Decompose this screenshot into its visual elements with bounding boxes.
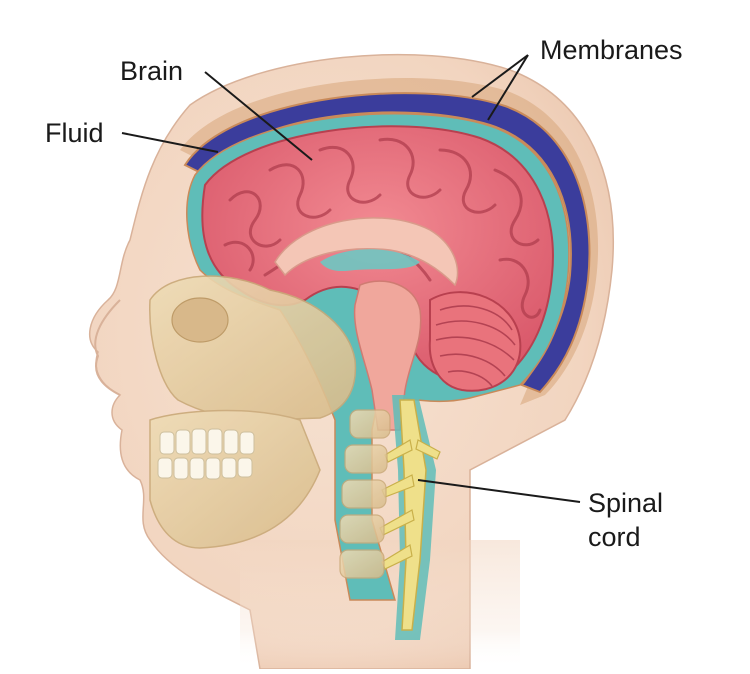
leader-lines bbox=[121, 54, 581, 503]
leader-spinal-cord bbox=[417, 479, 581, 503]
leader-membranes-2 bbox=[487, 54, 529, 121]
teeth bbox=[157, 428, 255, 480]
dura-membrane bbox=[183, 92, 591, 394]
corpus-callosum bbox=[274, 217, 459, 287]
ventricle bbox=[320, 249, 420, 272]
label-membranes: Membranes bbox=[540, 35, 683, 65]
label-spinal-cord-line1: Spinal bbox=[588, 488, 664, 518]
label-fluid: Fluid bbox=[45, 118, 104, 148]
leader-brain bbox=[204, 71, 313, 161]
vertebrae bbox=[339, 409, 391, 579]
cerebellum bbox=[428, 291, 522, 392]
brainstem bbox=[353, 280, 422, 431]
label-spinal-cord-line2: cord bbox=[588, 522, 641, 552]
leader-fluid bbox=[121, 132, 219, 153]
leader-membranes-1 bbox=[471, 54, 529, 98]
nerve-roots bbox=[379, 439, 441, 570]
label-brain: Brain bbox=[120, 56, 184, 86]
face-profile bbox=[94, 299, 121, 396]
